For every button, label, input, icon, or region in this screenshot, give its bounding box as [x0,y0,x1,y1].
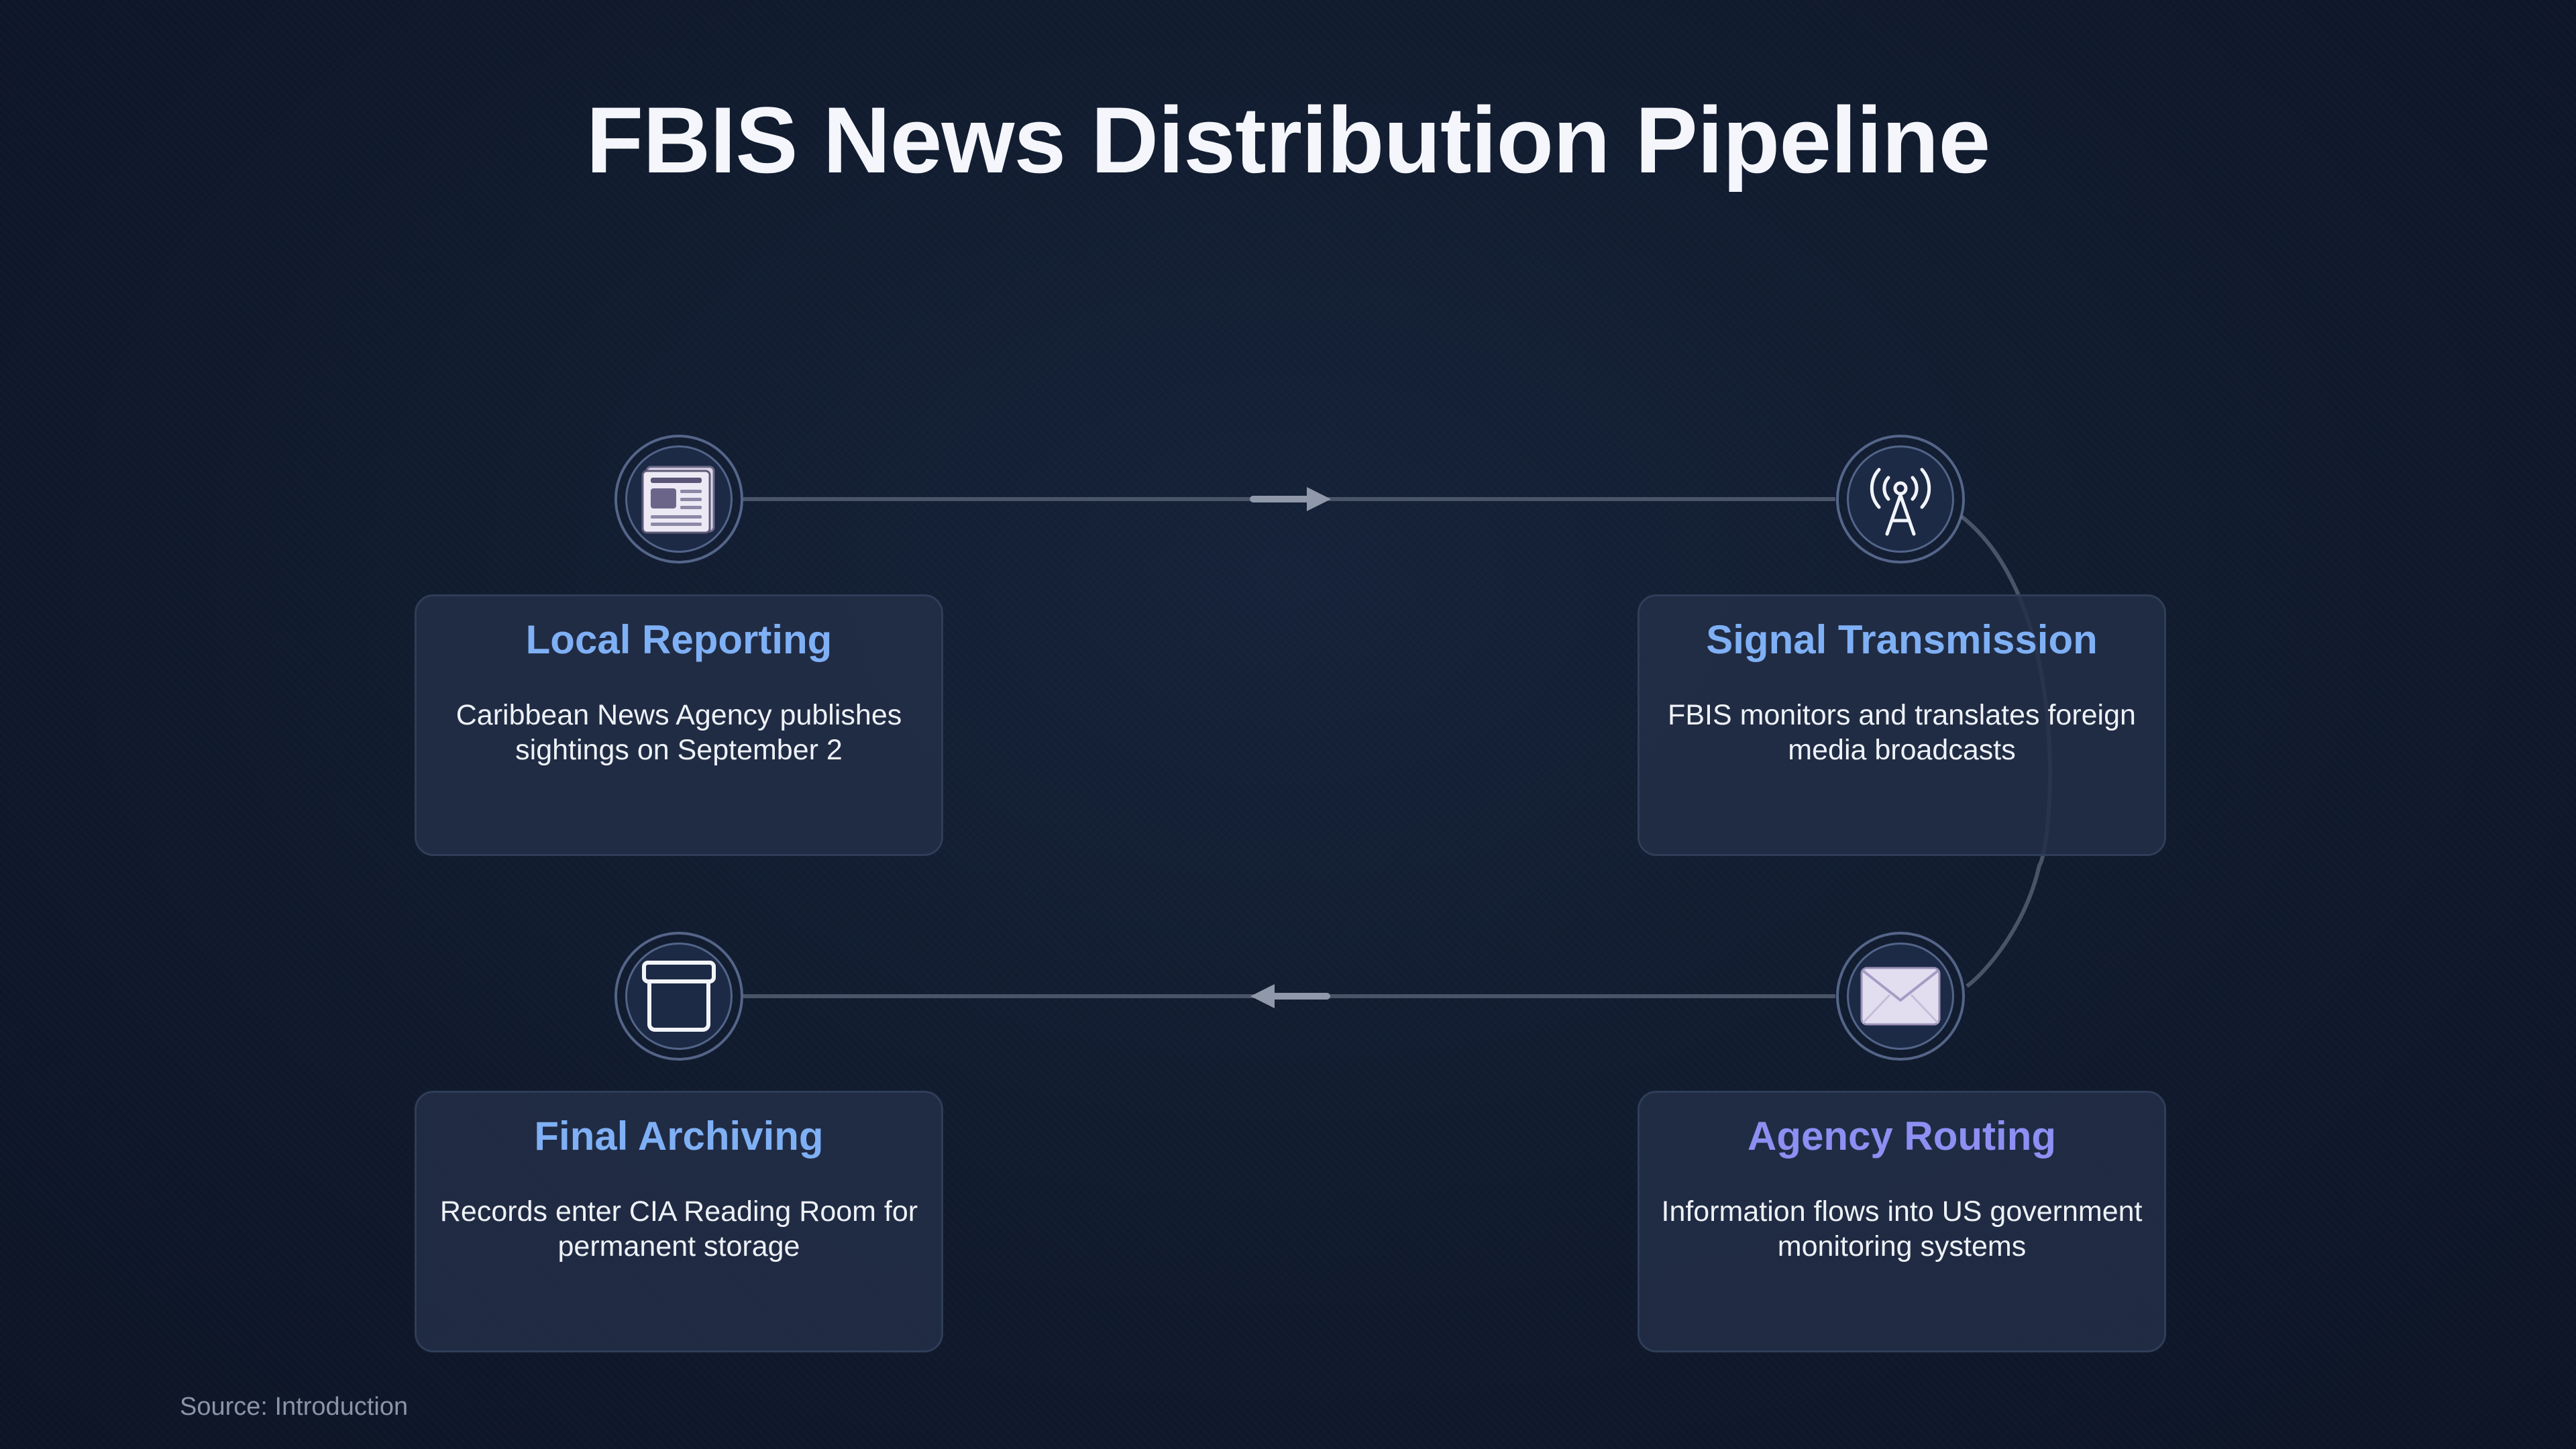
step-description: Information flows into US government mon… [1661,1195,2143,1263]
step-title: Agency Routing [1748,1114,2056,1159]
arrow-left [1250,984,1330,1008]
step-title: Local Reporting [525,617,833,662]
step-card-agency-routing: Agency Routing Information flows into US… [1638,1091,2166,1352]
step-title: Final Archiving [534,1114,824,1159]
page-title: FBIS News Distribution Pipeline [586,87,1991,193]
node-agency-routing [1836,932,1965,1061]
step-card-final-archiving: Final Archiving Records enter CIA Readin… [415,1091,943,1352]
arrow-right [1250,487,1331,511]
archive-box-icon [642,961,716,1032]
step-description: Caribbean News Agency publishes sighting… [455,699,902,766]
antenna-icon [1870,468,1931,536]
node-local-reporting [614,435,743,564]
node-final-archiving [614,932,743,1061]
node-signal-transmission [1836,435,1965,564]
envelope-icon [1860,967,1941,1026]
step-card-signal-transmission: Signal Transmission FBIS monitors and tr… [1638,594,2166,856]
step-description: Records enter CIA Reading Room for perma… [439,1195,918,1263]
step-title: Signal Transmission [1706,617,2098,662]
source-footnote: Source: Introduction [180,1393,409,1421]
newspaper-icon [641,466,715,534]
step-description: FBIS monitors and translates foreign med… [1668,699,2136,766]
step-card-local-reporting: Local Reporting Caribbean News Agency pu… [415,594,943,856]
